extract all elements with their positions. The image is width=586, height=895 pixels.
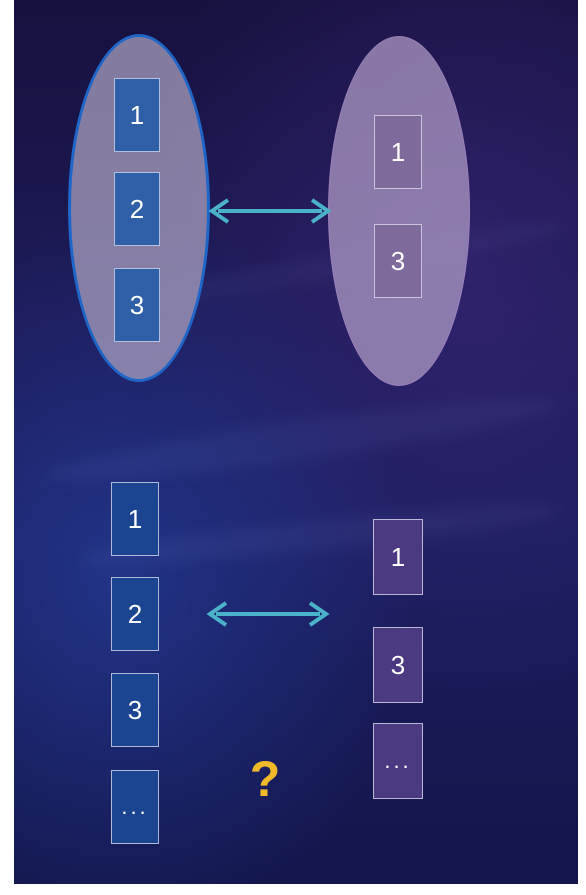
right-list-item-3: 3 — [373, 627, 423, 703]
left-set-item-2: 2 — [114, 172, 160, 246]
right-list-item-ellipsis: ... — [373, 723, 423, 799]
left-list-item-3: 3 — [111, 673, 159, 747]
left-margin — [0, 0, 14, 895]
left-set-item-3: 3 — [114, 268, 160, 342]
background-streak — [39, 384, 561, 496]
double-arrow-icon — [206, 601, 330, 627]
bottom-margin — [0, 884, 586, 895]
left-list-item-2: 2 — [111, 577, 159, 651]
left-list-item-ellipsis: ... — [111, 770, 159, 844]
question-mark: ? — [249, 751, 281, 807]
left-list-item-1: 1 — [111, 482, 159, 556]
right-set-item-1: 1 — [374, 115, 422, 189]
right-set-item-3: 3 — [374, 224, 422, 298]
right-list-item-1: 1 — [373, 519, 423, 595]
right-margin — [578, 0, 586, 895]
double-arrow-icon — [208, 198, 332, 224]
right-set-ellipse — [328, 36, 470, 386]
left-set-item-1: 1 — [114, 78, 160, 152]
